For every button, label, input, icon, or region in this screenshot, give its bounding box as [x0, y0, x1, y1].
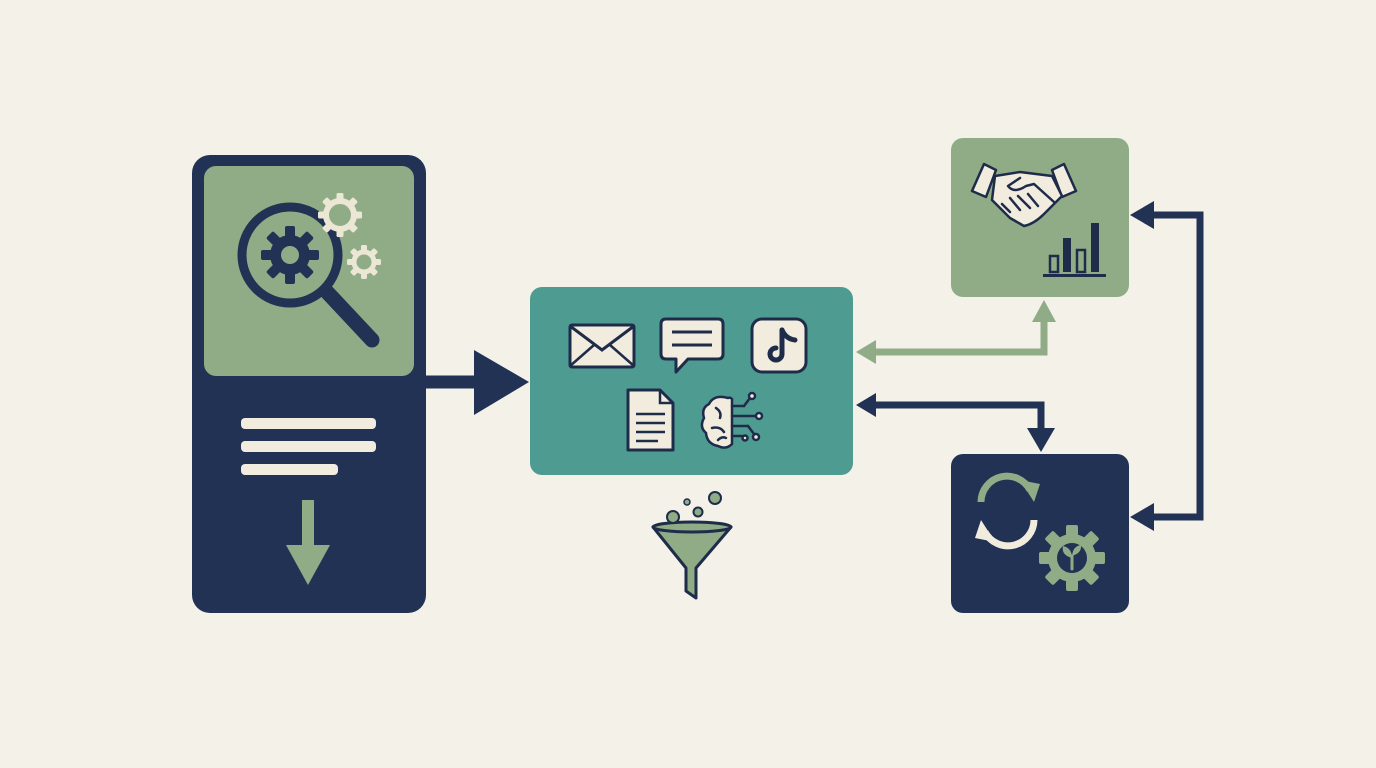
content-channels-panel: [530, 287, 853, 475]
text-lines-icon: [241, 418, 376, 475]
arrow-down-icon: [286, 500, 330, 585]
handshake-icon: [970, 162, 1078, 228]
tiktok-icon: [750, 317, 808, 374]
sustainable-cycle-panel: [951, 454, 1129, 613]
envelope-icon: [568, 323, 636, 369]
chat-bubble-icon: [659, 317, 725, 374]
research-process-panel: [192, 155, 426, 613]
magnifier-gear-icon: [237, 202, 380, 348]
partnership-results-panel: [951, 138, 1129, 297]
connector-sustainable-partnership: [1130, 201, 1204, 531]
refresh-cycle-icon: [975, 472, 1040, 550]
eco-gear-icon: [1039, 525, 1105, 591]
connector-content-to-partnership: [856, 300, 1056, 364]
document-icon: [626, 388, 675, 452]
ai-brain-icon: [700, 391, 764, 449]
gears-icon: [318, 193, 381, 279]
connector-research-to-content: [426, 350, 529, 415]
bar-chart-icon: [1043, 223, 1106, 277]
funnel-icon: [651, 491, 733, 600]
connector-content-sustainable: [856, 393, 1055, 452]
